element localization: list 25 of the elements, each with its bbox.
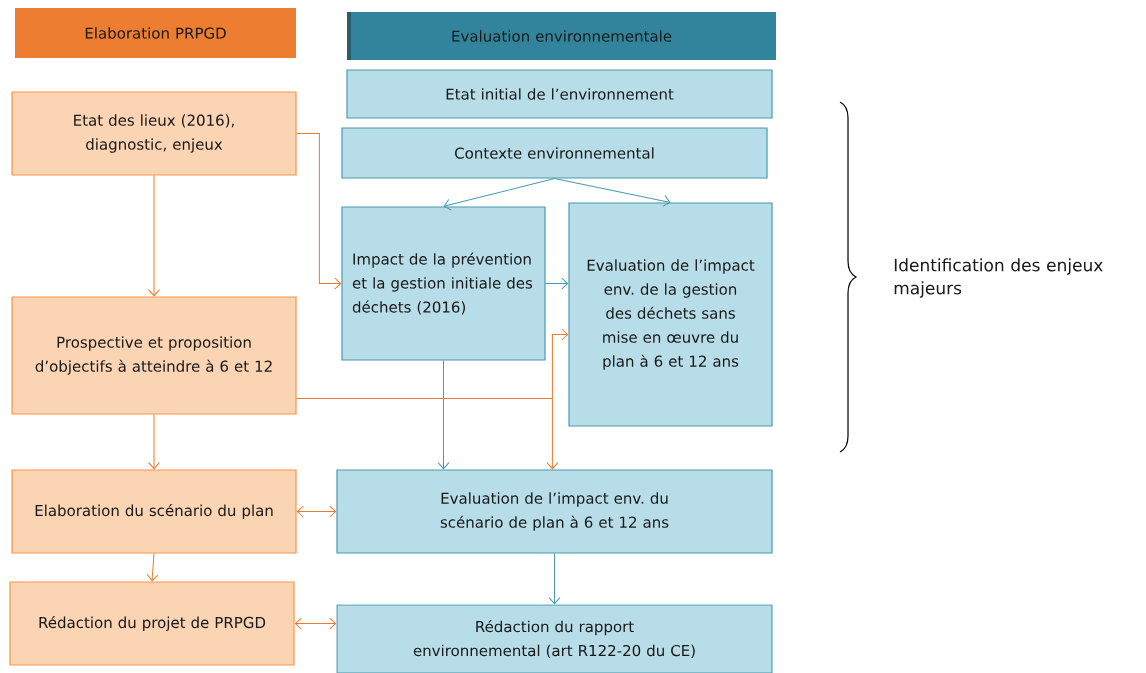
process-box: Evaluation de l’impact env. du scénario de plan à 6 et 12 ans: [336, 469, 773, 554]
arrow: [545, 277, 569, 290]
process-box: Etat initial de l’environnement: [346, 69, 773, 119]
process-box: Rédaction du projet de PRPGD: [9, 581, 295, 666]
header-bar: Evaluation environnementale: [347, 12, 776, 60]
arrow: [148, 414, 160, 470]
process-box: Evaluation de l’impact env. de la gestion des déchets sans mise en œuvre du plan à 6 et 12 ans: [568, 202, 773, 427]
process-box: Elaboration du scénario du plan: [11, 469, 297, 554]
annotation-text: Identification des enjeux majeurs: [894, 258, 1103, 298]
process-box: Impact de la prévention et la gestion initiale des déchets (2016): [341, 206, 546, 361]
header-bar: Elaboration PRPGD: [15, 8, 296, 58]
arrow: [548, 553, 561, 605]
arrow: [443, 178, 555, 211]
process-box: Rédaction du rapport environnemental (art R122-20 du CE): [336, 604, 773, 673]
arrow: [296, 505, 337, 518]
arrow: [148, 175, 160, 297]
arrow: [296, 398, 559, 470]
arrow: [437, 360, 450, 470]
arrow: [294, 617, 337, 630]
arrow: [296, 133, 342, 290]
arrow: [554, 178, 671, 207]
process-box: Etat des lieux (2016), diagnostic, enjeux: [11, 91, 297, 176]
process-box: Contexte environnemental: [341, 127, 768, 179]
arrow: [146, 553, 159, 582]
process-box: Prospective et proposition d’objectifs à atteindre à 6 et 12: [11, 296, 297, 415]
